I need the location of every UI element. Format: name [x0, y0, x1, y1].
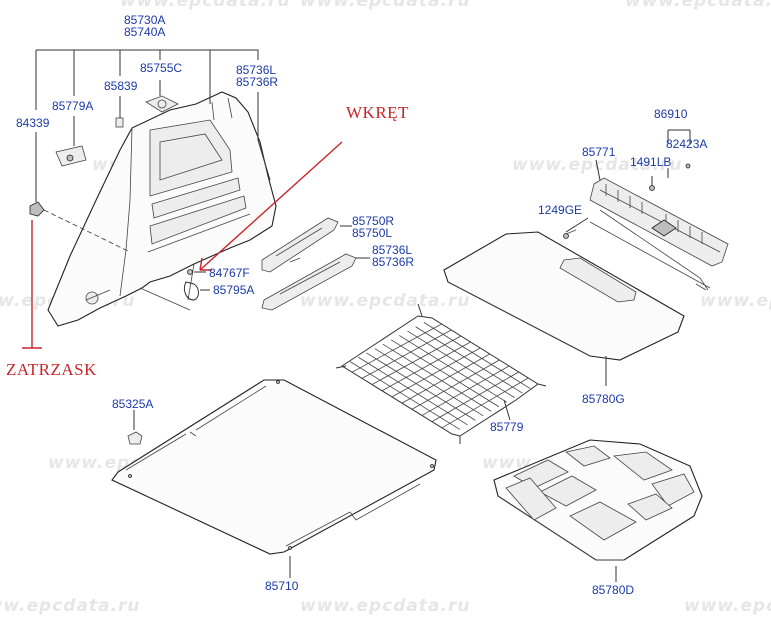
part-label-84339: 84339 [16, 116, 50, 130]
net-mesh-line [391, 347, 481, 398]
watermark: www.epcdata.ru [700, 291, 771, 311]
part-label-85779a: 85779A [52, 99, 93, 113]
net-mesh-line [351, 323, 442, 373]
net-mesh-line [390, 339, 500, 408]
part-label-1249ge: 1249GE [538, 203, 582, 217]
part-label-85736r-cover: 85736R [372, 255, 414, 269]
part-label-84767f: 84767F [209, 266, 250, 280]
part-label-86910: 86910 [654, 107, 688, 121]
net-mesh-line [358, 356, 468, 426]
net-mesh-line [382, 343, 492, 412]
net-mesh-line [415, 326, 523, 394]
net-mesh-line [381, 341, 471, 392]
part-label-85771: 85771 [582, 145, 616, 159]
net-mesh-line [423, 322, 531, 389]
part-label-85325a: 85325A [112, 397, 153, 411]
part-label-82423a: 82423A [666, 137, 707, 151]
watermark: www.epcdata.ru [684, 596, 771, 616]
screw-annotation: WKRĘT [346, 103, 409, 122]
watermark: www.epcdata.ru [300, 596, 470, 616]
net-mesh-line [411, 359, 500, 410]
clip-annotation: ZATRZASK [6, 360, 97, 379]
part-label-85779: 85779 [490, 420, 524, 434]
part-label-85736l: 85736L [236, 63, 276, 77]
red-annotations: WKRĘT ZATRZASK [6, 103, 409, 379]
part-label-85795a: 85795A [213, 283, 254, 297]
part-label-85780d: 85780D [592, 583, 634, 597]
part-label-1491lb: 1491LB [630, 155, 671, 169]
part-label-85755c: 85755C [140, 61, 182, 75]
part-label-85750l: 85750L [352, 226, 392, 240]
cargo-net-drawing [335, 303, 547, 444]
part-label-85736l-cover: 85736L [372, 243, 412, 257]
part-label-85750r: 85750R [352, 214, 394, 228]
net-mesh-line [399, 335, 507, 403]
part-label-85736r: 85736R [236, 75, 278, 89]
net-mesh-line [374, 348, 484, 417]
net-mesh-line [441, 377, 529, 429]
part-labels: 85730A 85740A 85755C 85736L 85736R 85779… [16, 13, 707, 597]
net-mesh-line [407, 330, 515, 398]
part-label-85730a: 85730A [124, 13, 165, 27]
luggage-cover-drawing [443, 129, 729, 386]
watermark: www.epcdata.ru [625, 0, 771, 11]
part-label-85780g: 85780G [582, 392, 625, 406]
part-label-85740a: 85740A [124, 25, 165, 39]
net-mesh-line [361, 329, 452, 379]
watermark: www.epcdata.ru [120, 0, 290, 11]
part-label-85710: 85710 [265, 579, 299, 593]
side-trim-panel-drawing [29, 49, 277, 327]
watermark: www.epcdata.ru [300, 0, 470, 11]
net-mesh-line [401, 353, 491, 404]
part-label-85839: 85839 [104, 79, 138, 93]
watermark: www.epcdata.ru [0, 596, 140, 616]
side-covers-drawing [261, 217, 370, 311]
net-mesh-line [431, 371, 519, 422]
net-mesh-line [371, 335, 462, 385]
net-mesh-line [366, 352, 476, 421]
watermark: www.epcdata.ru [300, 291, 470, 311]
floor-mat-drawing [111, 379, 437, 578]
net-mesh-line [349, 361, 461, 430]
luggage-tray-drawing [493, 439, 703, 582]
net-mesh-line [421, 365, 510, 416]
